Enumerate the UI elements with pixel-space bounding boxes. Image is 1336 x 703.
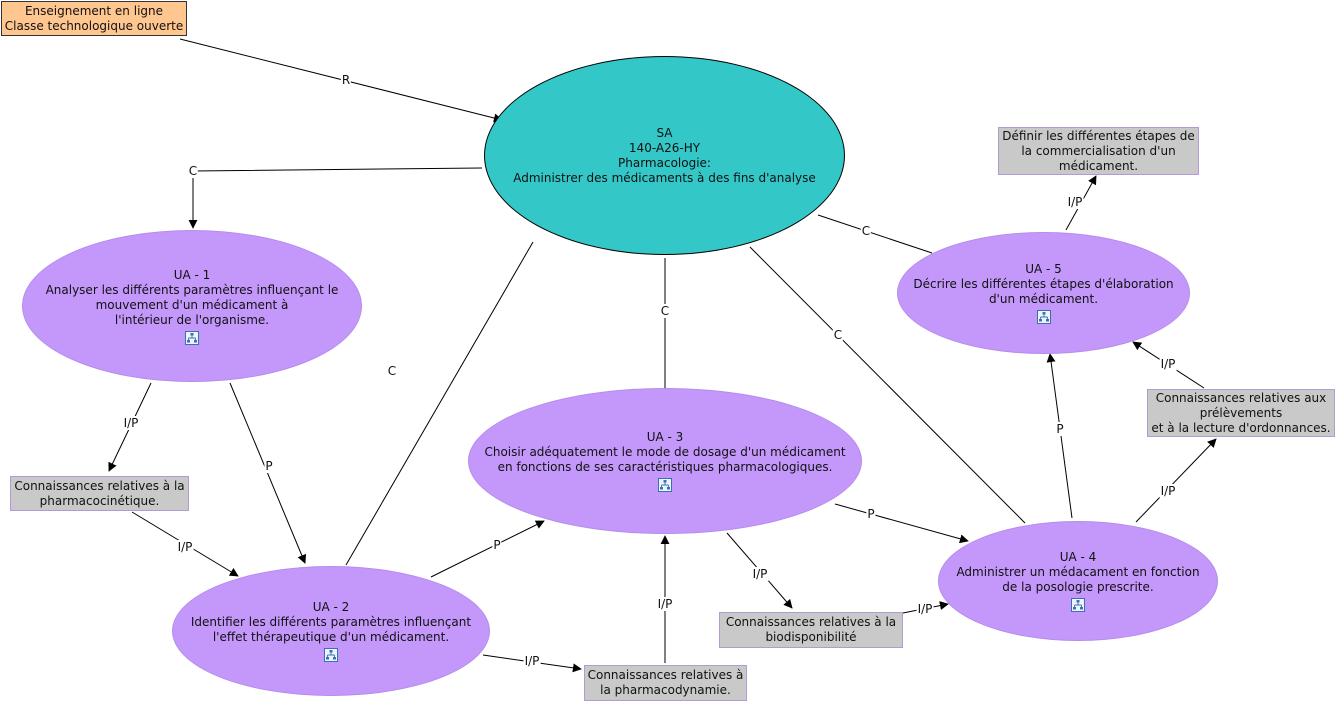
node-ua3[interactable]: UA - 3 Choisir adéquatement le mode de d… [468,388,862,534]
node-kcom-line-2: la commercialisation d'un [1021,143,1176,158]
link-label-kpk-ua2: I/P [176,540,194,554]
node-kpre-line-2: prélèvements [1199,405,1283,420]
link-label-ua4-ua5: P [1055,422,1065,436]
node-kcom-line-3: médicament. [1058,158,1139,173]
node-sa-line-4: Administrer des médicaments à des fins d… [513,170,816,185]
concept-map-icon[interactable] [185,330,199,345]
link-label-sa-ua4: C [832,328,844,342]
link-label-sa-ua5: C [860,224,872,238]
node-ua4-line-1: UA - 4 [1059,550,1097,564]
node-ua2-line-3: l'effet thérapeutique d'un médicament. [212,630,450,644]
node-ua4[interactable]: UA - 4 Administrer un médacament en fonc… [938,521,1218,641]
node-knowledge-pharmacocinetique[interactable]: Connaissances relatives à la pharmacocin… [10,476,189,511]
node-ua2-line-1: UA - 2 [312,600,350,614]
node-kpre-line-1: Connaissances relatives aux [1155,390,1327,405]
node-ua3-line-1: UA - 3 [646,430,684,444]
link-label-ua2-ua3: P [492,538,502,552]
node-ua1-line-1: UA - 1 [173,267,211,282]
node-ua5-line-2: Décrire les différentes étapes d'élabora… [913,277,1174,291]
node-ua5-line-3: d'un médicament. [988,292,1099,306]
node-online-course[interactable]: Enseignement en ligne Classe technologiq… [1,1,187,36]
link-label-kpd-ua3: I/P [656,597,674,611]
node-kbio-line-1: Connaissances relatives à la [725,615,897,629]
node-ua4-line-2: Administrer un médacament en fonction [956,565,1200,579]
node-knowledge-commercialisation[interactable]: Définir les différentes étapes de la com… [998,127,1199,175]
link-label-ua5-kcom: I/P [1066,195,1084,209]
concept-map-icon[interactable] [658,478,672,492]
node-sa-line-2: 140-A26-HY [628,140,701,155]
link-label-ua1-kpk: I/P [122,416,140,430]
link-label-ua1-ua2: P [264,459,274,473]
node-ua2-line-2: Identifier les différents paramètres inf… [190,615,472,629]
node-ua5-line-1: UA - 5 [1025,262,1062,276]
node-knowledge-biodisponibilite[interactable]: Connaissances relatives à la biodisponib… [719,612,903,648]
node-sa-line-1: SA [656,125,673,140]
node-ua1-line-4: l'intérieur de l'organisme. [114,312,270,327]
node-sa[interactable]: SA 140-A26-HY Pharmacologie: Administrer… [484,56,845,255]
node-knowledge-prelevements[interactable]: Connaissances relatives aux prélèvements… [1147,389,1335,437]
link-sa-ua2 [345,241,534,566]
node-online-line-2: Classe technologique ouverte [4,18,184,33]
link-ua1-ua2 [229,382,307,564]
link-label-ua4-kpre: I/P [1159,484,1177,498]
node-ua5[interactable]: UA - 5 Décrire les différentes étapes d'… [897,232,1190,354]
concept-map-icon[interactable] [1036,310,1051,324]
link-ua4-kpre [1135,438,1217,523]
link-label-sa-ua1: C [187,164,199,178]
link-label-sa-ua2: C [386,364,398,378]
link-label-online-sa: R [340,73,352,87]
node-ua2[interactable]: UA - 2 Identifier les différents paramèt… [172,566,490,696]
node-kpk-line-1: Connaissances relatives à la [14,478,185,493]
node-kpd-line-1: Connaissances relatives à [587,668,744,682]
link-ua4-ua5 [1046,353,1073,519]
link-ua3-ua4 [834,503,969,544]
node-kpk-line-2: pharmacocinétique. [39,493,160,508]
link-label-kbio-ua4: I/P [916,602,934,616]
link-label-ua3-ua4: P [866,507,876,521]
link-sa-ua1 [188,167,483,229]
node-ua1-line-2: Analyser les différents paramètres influ… [45,282,339,297]
link-ua2-ua3 [430,520,545,578]
node-ua1-line-3: mouvement d'un médicament à [95,297,289,312]
node-kbio-line-2: biodisponibilité [765,630,857,644]
node-ua1[interactable]: UA - 1 Analyser les différents paramètre… [22,230,362,382]
node-sa-line-3: Pharmacologie: [618,155,711,170]
concept-map-icon[interactable] [324,648,338,662]
node-ua3-line-3: en fonctions de ses caractéristiques pha… [497,460,833,474]
node-kpd-line-2: la pharmacodynamie. [600,683,731,697]
link-label-ua3-kbio: I/P [751,567,769,581]
node-knowledge-pharmacodynamie[interactable]: Connaissances relatives à la pharmacodyn… [584,665,747,701]
link-label-ua2-kpd: I/P [523,654,541,668]
node-ua4-line-3: de la posologie prescrite. [1002,580,1154,594]
node-kcom-line-1: Définir les différentes étapes de [1002,128,1195,143]
node-kpre-line-3: et à la lecture d'ordonnances. [1151,420,1331,435]
link-label-sa-ua3: C [659,304,671,318]
link-sa-ua4 [749,246,1026,524]
concept-map-icon[interactable] [1071,598,1085,612]
node-ua3-line-2: Choisir adéquatement le mode de dosage d… [484,445,846,459]
link-label-kpre-ua5: I/P [1159,357,1177,371]
link-sa-ua5 [817,214,933,254]
node-online-line-1: Enseignement en ligne [24,3,164,18]
